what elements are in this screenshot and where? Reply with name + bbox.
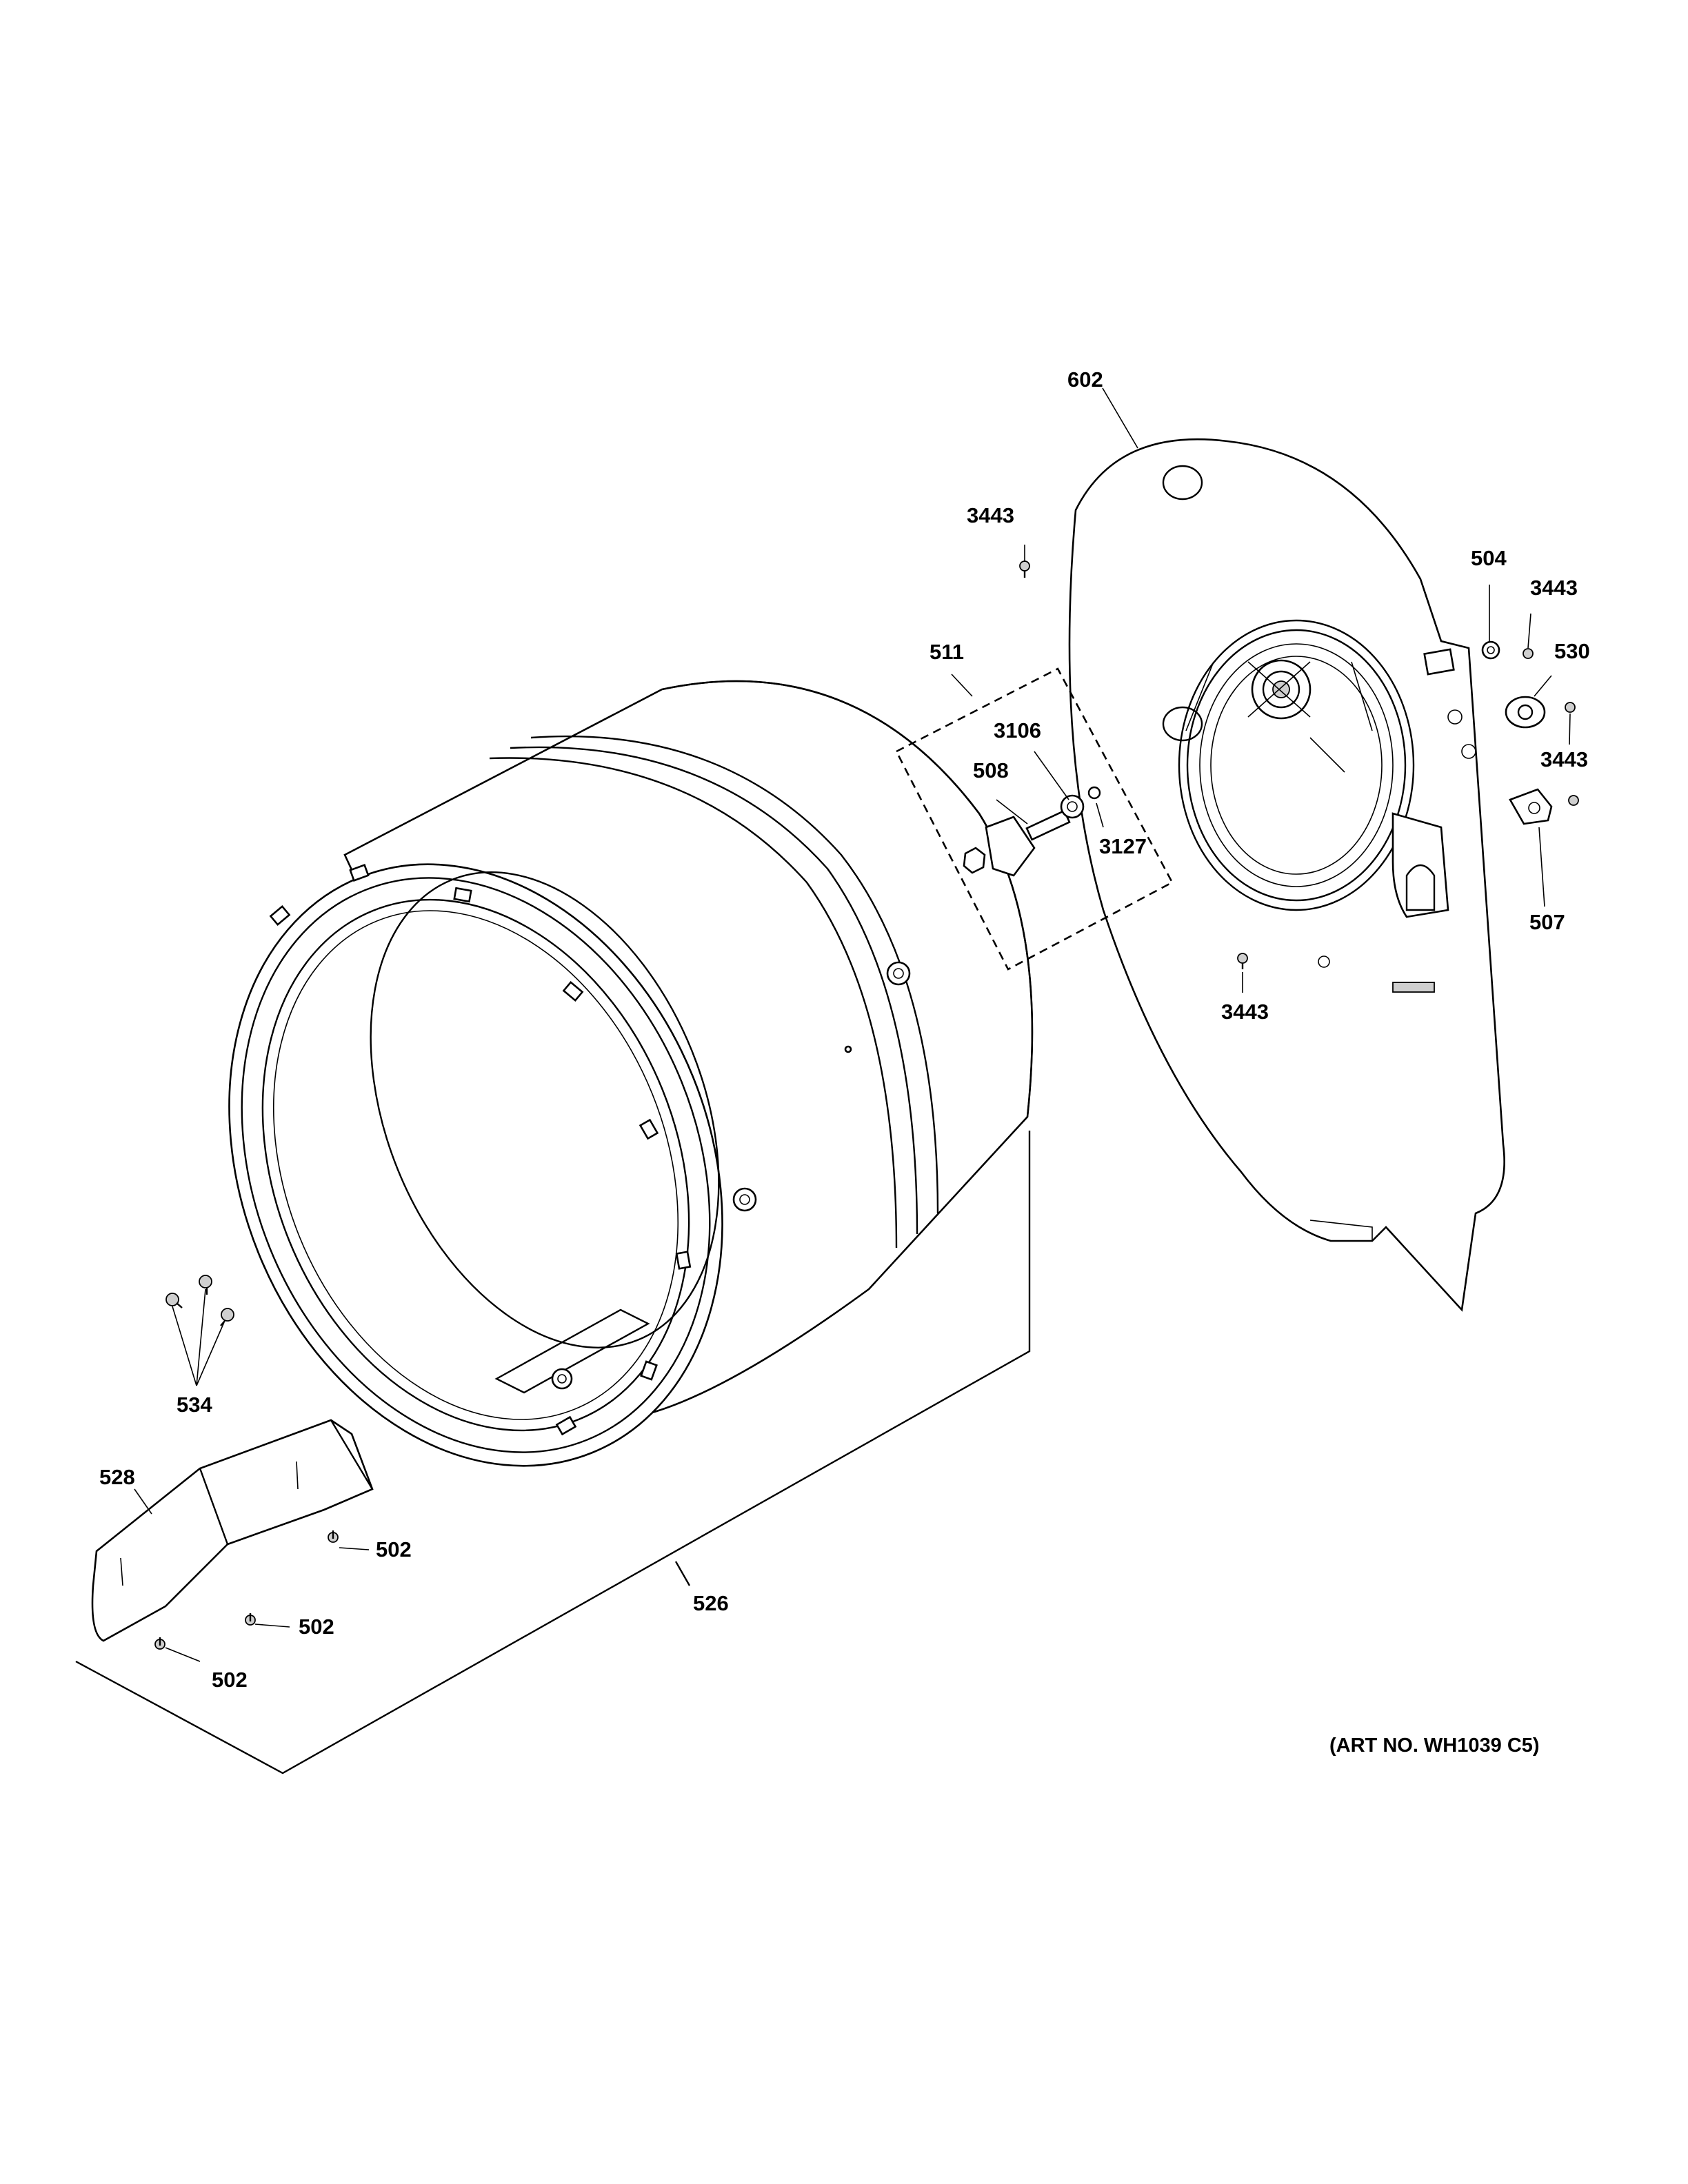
drum-bracket (75, 1131, 1031, 1775)
callout-3443-right-mid: 3443 (1540, 747, 1588, 771)
callout-502-c: 502 (212, 1668, 248, 1692)
screw-icon (220, 1308, 234, 1326)
bearing-kit (895, 667, 1174, 971)
leader-lines (134, 387, 1571, 1662)
screw-icon-group (1019, 560, 1579, 969)
callout-504: 504 (1471, 546, 1507, 570)
art-number: (ART NO. WH1039 C5) (1329, 1735, 1540, 1757)
screw-icon (154, 1637, 165, 1650)
screw-icon (1019, 560, 1030, 578)
screw-icon-group-502 (154, 1530, 339, 1650)
callout-507: 507 (1529, 910, 1565, 934)
rear-bulkhead (1068, 438, 1505, 1312)
callout-602: 602 (1067, 367, 1103, 392)
screw-icon (1523, 648, 1534, 659)
screw-icon (328, 1530, 339, 1543)
callout-526: 526 (693, 1591, 729, 1615)
callout-3127: 3127 (1099, 834, 1147, 858)
screw-icon (245, 1613, 256, 1626)
screw-icon (1568, 795, 1579, 806)
callout-3443-bottom: 3443 (1221, 1000, 1269, 1024)
screw-icon-group-534 (165, 1275, 234, 1326)
callout-3106: 3106 (994, 718, 1041, 742)
callout-3443-right-top: 3443 (1530, 576, 1578, 600)
callout-528: 528 (99, 1465, 135, 1489)
screw-icon (1237, 953, 1248, 969)
callout-511: 511 (930, 640, 964, 664)
screw-icon (165, 1293, 183, 1308)
callout-3443-top: 3443 (967, 503, 1014, 527)
callout-502-a: 502 (376, 1537, 412, 1561)
callout-508: 508 (973, 758, 1009, 782)
callout-530: 530 (1554, 639, 1590, 663)
thermal-components (1481, 640, 1553, 825)
screw-icon (1565, 702, 1576, 713)
screw-icon (199, 1275, 212, 1295)
drum-assembly (228, 680, 1034, 1467)
callout-534: 534 (177, 1393, 212, 1417)
callout-labels: 602 3443 511 3106 508 3127 504 3443 530 … (99, 367, 1590, 1757)
callout-502-b: 502 (299, 1615, 334, 1639)
toe-kick (91, 1419, 374, 1642)
